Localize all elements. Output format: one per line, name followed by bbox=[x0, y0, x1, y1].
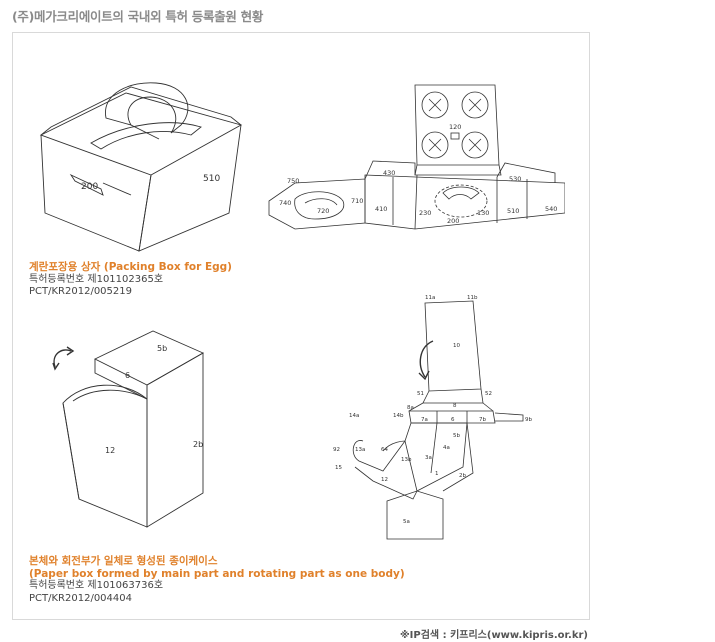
kipris-source-note: ※IP검색 : 키프리스(www.kipris.or.kr) bbox=[399, 630, 588, 641]
case-unfold-14a: 14a bbox=[349, 413, 359, 419]
patent-panel: 200 510 bbox=[12, 32, 590, 620]
case-unfold-7b: 7b bbox=[479, 417, 486, 423]
patent-2-pct-no: PCT/KR2012/004404 bbox=[29, 592, 132, 604]
case-unfold-3a: 3a bbox=[425, 455, 432, 461]
case-unfold-8a: 8a bbox=[407, 405, 414, 411]
case-unfold-92: 92 bbox=[333, 447, 340, 453]
patent-1-pct-no: PCT/KR2012/005219 bbox=[29, 286, 132, 297]
page-title: (주)메가크리에이트의 국내외 특허 등록출원 현황 bbox=[12, 9, 264, 24]
case-unfold-11a: 11a bbox=[425, 295, 435, 301]
egg-unfold-740: 740 bbox=[279, 199, 291, 207]
paper-case-label-band: 6 bbox=[125, 371, 130, 380]
egg-unfold-750: 750 bbox=[287, 177, 299, 185]
case-unfold-4a: 4a bbox=[443, 445, 450, 451]
case-unfold-6: 6 bbox=[451, 417, 455, 423]
egg-unfold-710: 710 bbox=[351, 197, 363, 205]
case-unfold-5b: 5b bbox=[453, 433, 460, 439]
case-unfold-64: 64 bbox=[381, 447, 388, 453]
patent-2-reg-no: 특허등록번호 제101063736호 bbox=[29, 580, 164, 591]
case-unfold-10: 10 bbox=[453, 343, 460, 349]
paper-case-3d-figure: 5b 6 12 2b bbox=[43, 321, 243, 531]
paper-case-label-front: 12 bbox=[105, 446, 115, 455]
patent-caption-2: 본체와 회전부가 일체로 형성된 종이케이스 (Paper box formed… bbox=[29, 555, 405, 605]
egg-box-label-front: 200 bbox=[81, 182, 98, 192]
egg-unfold-430: 430 bbox=[383, 169, 395, 177]
egg-unfold-230: 230 bbox=[419, 209, 431, 217]
egg-unfold-540: 540 bbox=[545, 205, 557, 213]
paper-case-label-top: 5b bbox=[157, 344, 167, 353]
patent-2-title: 본체와 회전부가 일체로 형성된 종이케이스 bbox=[29, 555, 218, 567]
case-unfold-2b: 2b bbox=[459, 473, 466, 479]
egg-unfold-530: 530 bbox=[509, 175, 521, 183]
case-unfold-8: 8 bbox=[453, 403, 457, 409]
egg-unfold-120: 120 bbox=[449, 123, 461, 131]
egg-unfold-510: 510 bbox=[507, 207, 519, 215]
case-unfold-15: 15 bbox=[335, 465, 342, 471]
case-unfold-1: 1 bbox=[435, 471, 439, 477]
patent-1-reg-no: 특허등록번호 제101102365호 bbox=[29, 273, 164, 285]
case-unfold-13b: 13b bbox=[401, 457, 412, 463]
case-unfold-7a: 7a bbox=[421, 417, 428, 423]
patent-1-title: 계란포장용 상자 (Packing Box for Egg) bbox=[29, 261, 232, 273]
egg-unfold-130: 130 bbox=[477, 209, 489, 217]
case-unfold-13a: 13a bbox=[355, 447, 365, 453]
case-unfold-51: 51 bbox=[417, 391, 424, 397]
egg-box-label-side: 510 bbox=[203, 174, 220, 184]
egg-unfold-200: 200 bbox=[447, 217, 459, 225]
egg-unfold-410: 410 bbox=[375, 205, 387, 213]
case-unfold-11b: 11b bbox=[467, 295, 478, 301]
egg-box-unfolded-figure: 750 740 720 710 410 430 230 200 130 510 … bbox=[265, 83, 565, 243]
egg-box-3d-figure: 200 510 bbox=[31, 63, 251, 263]
case-unfold-14b: 14b bbox=[393, 413, 404, 419]
paper-case-unfolded-figure: 11a 11b 10 51 52 8 8a 7a 6 7b 9b 14a 14b… bbox=[313, 291, 553, 541]
egg-unfold-720: 720 bbox=[317, 207, 329, 215]
paper-case-label-side: 2b bbox=[193, 440, 203, 449]
case-unfold-12: 12 bbox=[381, 477, 388, 483]
case-unfold-9b: 9b bbox=[525, 417, 532, 423]
patent-caption-1: 계란포장용 상자 (Packing Box for Egg) 특허등록번호 제1… bbox=[29, 261, 232, 299]
patent-2-title-en: (Paper box formed by main part and rotat… bbox=[29, 567, 405, 580]
case-unfold-52: 52 bbox=[485, 391, 492, 397]
case-unfold-5a: 5a bbox=[403, 519, 410, 525]
